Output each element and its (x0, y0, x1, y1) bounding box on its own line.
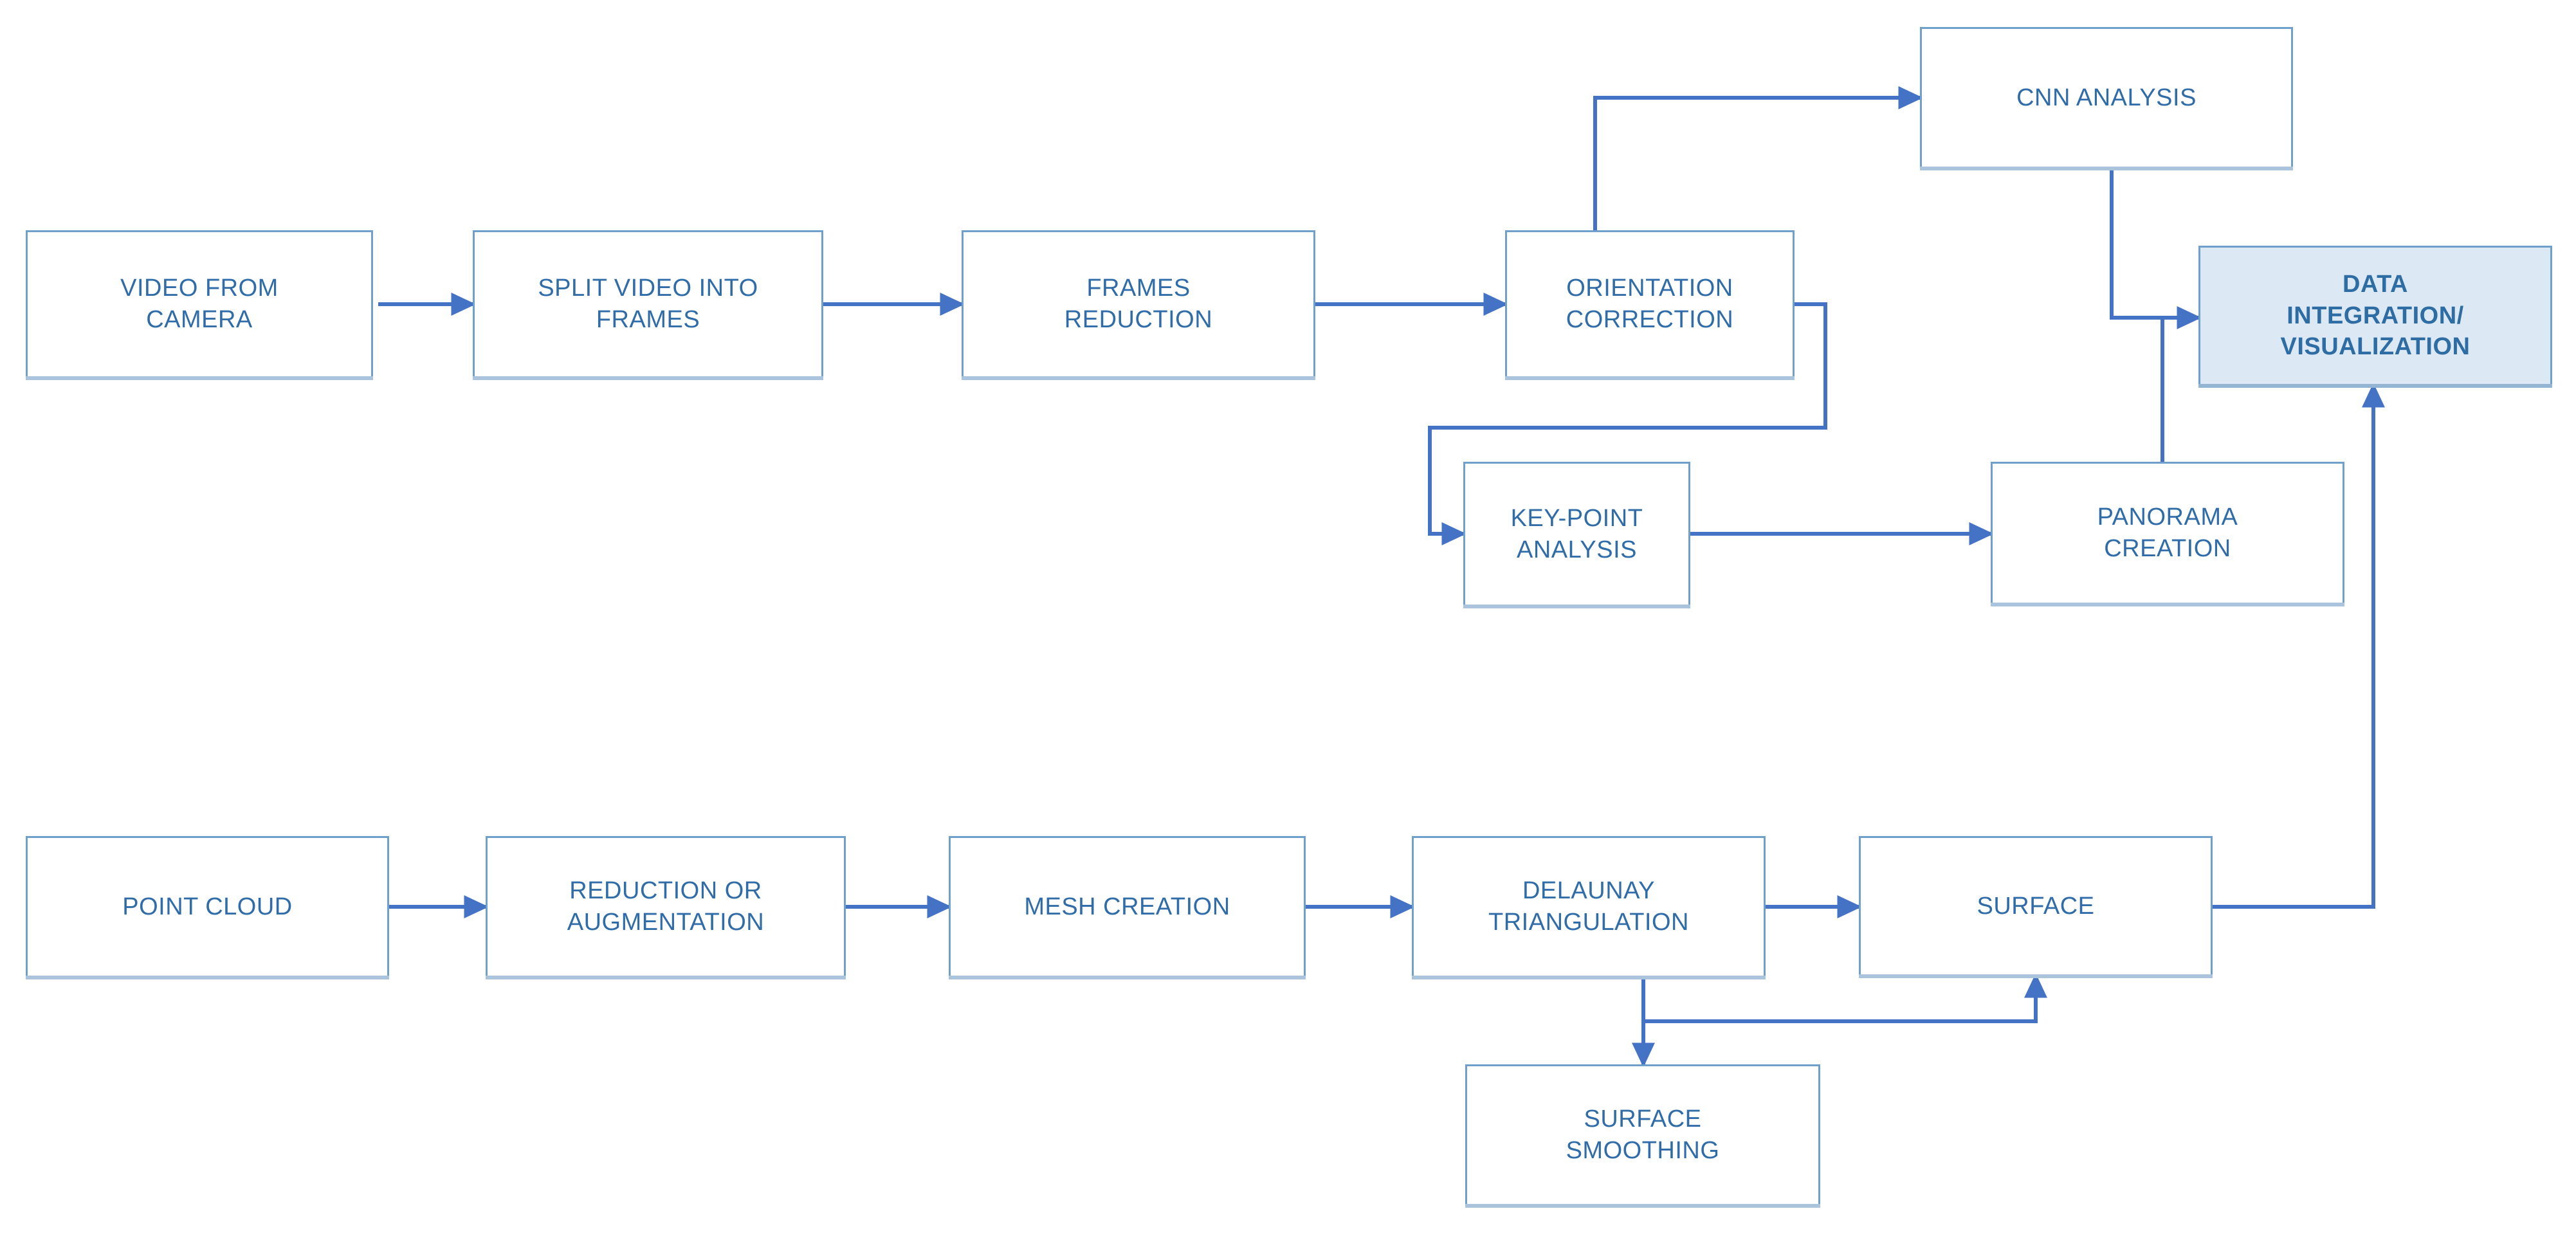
node-data_integration[interactable]: DATA INTEGRATION/ VISUALIZATION (2198, 246, 2552, 388)
node-frames_reduction[interactable]: FRAMES REDUCTION (962, 230, 1315, 380)
connector-orientation_correction-to-cnn_analysis (1593, 86, 1923, 230)
node-label-video_from_camera: VIDEO FROM CAMERA (120, 275, 279, 333)
node-point_cloud[interactable]: POINT CLOUD (26, 836, 389, 979)
node-mesh_creation[interactable]: MESH CREATION (949, 836, 1306, 979)
node-label-delaunay_triangulation: DELAUNAY TRIANGULATION (1488, 877, 1689, 936)
connector-cnn_analysis-to-data_integration (2110, 168, 2202, 329)
node-label-cnn_analysis: CNN ANALYSIS (2016, 84, 2197, 111)
node-label-reduction_augmentation: REDUCTION OR AUGMENTATION (567, 877, 765, 936)
node-panorama_creation[interactable]: PANORAMA CREATION (1991, 462, 2344, 606)
node-label-panorama_creation: PANORAMA CREATION (2097, 504, 2238, 562)
node-label-frames_reduction: FRAMES REDUCTION (1064, 275, 1213, 333)
node-label-surface_smoothing: SURFACE SMOOTHING (1566, 1106, 1720, 1164)
node-label-mesh_creation: MESH CREATION (1024, 893, 1230, 920)
node-reduction_augmentation[interactable]: REDUCTION OR AUGMENTATION (486, 836, 846, 979)
node-cnn_analysis[interactable]: CNN ANALYSIS (1920, 27, 2293, 170)
node-label-split_video: SPLIT VIDEO INTO FRAMES (538, 275, 758, 333)
node-delaunay_triangulation[interactable]: DELAUNAY TRIANGULATION (1412, 836, 1766, 979)
node-surface[interactable]: SURFACE (1859, 836, 2213, 978)
node-label-point_cloud: POINT CLOUD (122, 893, 293, 920)
node-surface_smoothing[interactable]: SURFACE SMOOTHING (1465, 1064, 1820, 1208)
node-video_from_camera[interactable]: VIDEO FROM CAMERA (26, 230, 373, 380)
node-orientation_correction[interactable]: ORIENTATION CORRECTION (1505, 230, 1795, 380)
node-label-data_integration: DATA INTEGRATION/ VISUALIZATION (2280, 271, 2471, 361)
node-label-surface: SURFACE (1977, 892, 2095, 920)
node-split_video[interactable]: SPLIT VIDEO INTO FRAMES (473, 230, 823, 380)
connector-surface_smoothing-to-surface (1643, 973, 2047, 1023)
node-label-orientation_correction: ORIENTATION CORRECTION (1566, 275, 1734, 333)
node-label-key_point_analysis: KEY-POINT ANALYSIS (1510, 504, 1643, 563)
node-key_point_analysis[interactable]: KEY-POINT ANALYSIS (1463, 462, 1690, 608)
